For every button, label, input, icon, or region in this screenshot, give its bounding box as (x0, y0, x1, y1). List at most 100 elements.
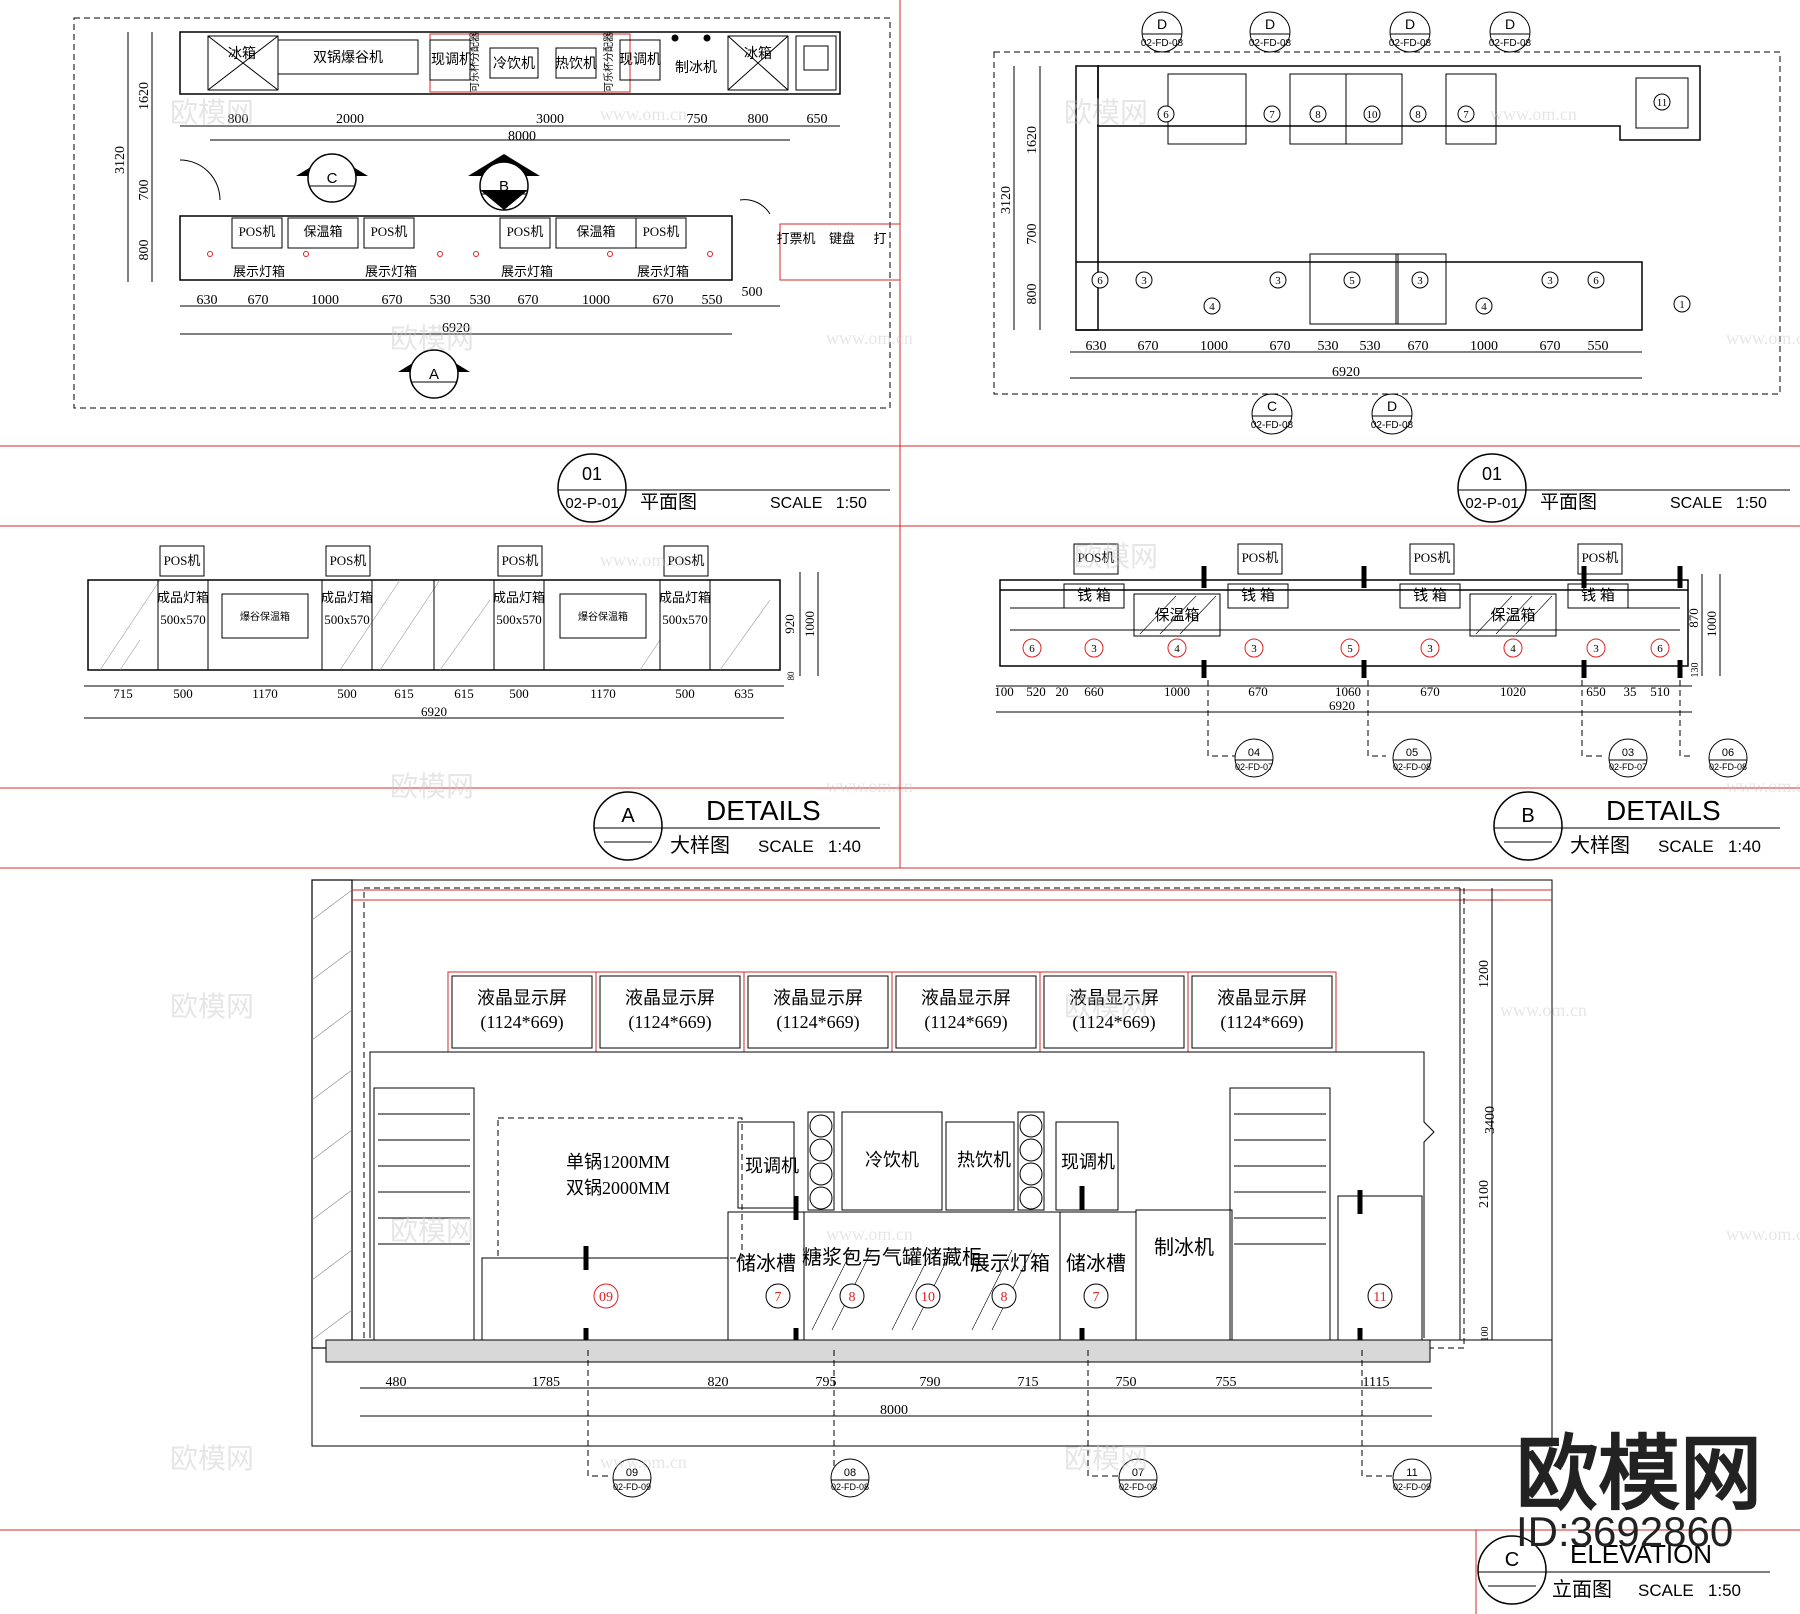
right-label: 键盘 (829, 231, 855, 246)
top-item-numbers: 6 7 8 10 8 7 11 (1157, 93, 1671, 123)
dim-label: 3400 (1483, 1106, 1498, 1134)
dim-total: 6920 (442, 321, 470, 336)
fixture-label: 冰箱 (744, 46, 772, 62)
cash-label: 钱 箱 (1077, 587, 1111, 604)
watermark-urls: www.om.cn www.om.cn www.om.cn www.om.cn … (600, 104, 1800, 1472)
top-dimensions: 800 2000 3000 750 800 650 8000 (180, 112, 840, 144)
item-number: 1 (1679, 299, 1685, 311)
item-number: 6 (1593, 275, 1599, 287)
dim-label: 100 (994, 684, 1014, 699)
screen-size: (1124*669) (480, 1012, 563, 1033)
dim-label: 1620 (1025, 126, 1040, 154)
item-number: 7 (1093, 1290, 1100, 1305)
ref-sheet: 02-FD-08 (1251, 420, 1294, 431)
item-number: 6 (1029, 643, 1035, 655)
detail-scale: SCALE 1:40 (1658, 837, 1761, 856)
dim-label: 1785 (532, 1375, 560, 1390)
ice-tank-label: 储冰槽 (736, 1252, 796, 1275)
item-number: 10 (921, 1290, 935, 1305)
display-label: 展示灯箱 (365, 264, 417, 279)
title-block-plan-right: 01 02-P-01 平面图 SCALE 1:50 (1457, 453, 1790, 523)
elevation-numbers: 09 7 8 10 8 7 11 (593, 1283, 1393, 1309)
screen-label: 液晶显示屏 (773, 988, 863, 1008)
fixture-label: 可乐杯分配器 (468, 32, 481, 92)
detail-title-cn: 大样图 (670, 834, 730, 857)
pos-label: POS机 (502, 553, 539, 568)
dim-label: 80 (786, 671, 796, 681)
drawing-title: 平面图 (1540, 492, 1597, 513)
item-number: 3 (1251, 643, 1257, 655)
elevation: 液晶显示屏 (1124*669) 液晶显示屏 (1124*669) 液晶显示屏 (11… (311, 879, 1770, 1605)
fixture-label: 现调机 (431, 52, 473, 68)
syrup-cabinet-label: 糖浆包与气罐储藏柜 (802, 1246, 982, 1269)
item-number: 7 (775, 1290, 782, 1305)
elevation-leaders (587, 1350, 1392, 1477)
dim-label: 800 (1025, 284, 1040, 305)
elevation-title: ELEVATION (1570, 1539, 1712, 1569)
ref-sheet: 02-FD-09 (1393, 1482, 1431, 1492)
ref-sheet: 02-FD-08 (1371, 420, 1414, 431)
side-dimensions-right: 3120 1620 700 800 (999, 66, 1041, 330)
marker-letter: B (499, 178, 509, 195)
counter-label: POS机 (371, 224, 408, 239)
detail-b-dims: 100 520 20 660 1000 670 1060 670 1020 65… (994, 574, 1721, 713)
ice-tank-label: 储冰槽 (1066, 1252, 1126, 1275)
pos-label: POS机 (164, 553, 201, 568)
dim-label: 520 (1026, 684, 1046, 699)
item-number: 6 (1097, 275, 1103, 287)
watermark-url: www.om.cn (1726, 1224, 1800, 1244)
dim-label: 2000 (336, 112, 364, 127)
machine-label: 现调机 (745, 1156, 799, 1176)
dim-label: 615 (394, 686, 414, 701)
dim-label: 3000 (536, 112, 564, 127)
item-number: 8 (849, 1290, 856, 1305)
bottom-dimensions-right: 630 670 1000 670 530 530 670 1000 670 55… (1070, 339, 1642, 380)
red-dots (207, 251, 713, 257)
dim-label: 35 (1624, 684, 1637, 699)
section-cuts (1201, 566, 1683, 678)
display-label: 展示灯箱 (637, 264, 689, 279)
detail-a-labels: POS机 POS机 POS机 POS机 成品灯箱 成品灯箱 成品灯箱 成品灯箱 … (157, 553, 711, 627)
watermark-url: www.om.cn (1500, 1000, 1587, 1020)
machine-label: 热饮机 (957, 1150, 1011, 1170)
dim-label: 670 (382, 293, 403, 308)
warmer-label: 保温箱 (1154, 607, 1199, 624)
brand-logo: 欧模网 ID:3692860 (1516, 1429, 1762, 1555)
cash-label: 钱 箱 (1241, 587, 1275, 604)
screen-label: 液晶显示屏 (1217, 988, 1307, 1008)
dim-label: 870 (1686, 608, 1701, 628)
detail-title: DETAILS (1606, 795, 1721, 826)
display-label: 展示灯箱 (233, 264, 285, 279)
dim-total: 6920 (1329, 698, 1355, 713)
fixture-label: 可乐杯分配器 (602, 32, 615, 92)
drawing-ref: 02-P-01 (1465, 495, 1518, 512)
drawing-number: 01 (582, 464, 602, 484)
screen-size: (1124*669) (1072, 1012, 1155, 1033)
dim-label: 670 (1420, 684, 1440, 699)
box-label: 成品灯箱 (493, 590, 545, 605)
pos-label: POS机 (1582, 550, 1619, 565)
item-number: 3 (1091, 643, 1097, 655)
pos-label: POS机 (1242, 550, 1279, 565)
drawing-ref: 02-P-01 (565, 495, 618, 512)
dim-label: 790 (920, 1375, 941, 1390)
dim-label: 1000 (802, 611, 817, 637)
dim-label: 800 (228, 112, 249, 127)
watermark-text: 欧模网 (1064, 1443, 1148, 1475)
dim-label: 480 (386, 1375, 407, 1390)
dim-label: 530 (470, 293, 491, 308)
counter-label: 保温箱 (576, 224, 615, 239)
dim-label: 700 (137, 180, 152, 201)
watermark-url: www.om.cn (600, 104, 687, 124)
counter-label: POS机 (507, 224, 544, 239)
screen-label: 液晶显示屏 (921, 988, 1011, 1008)
dim-label: 1115 (1363, 1375, 1390, 1390)
side-dimensions: 3120 1620 700 800 (113, 32, 153, 282)
watermark-text: 欧模网 (1074, 541, 1158, 573)
dim-label: 670 (248, 293, 269, 308)
drawing-scale: SCALE 1:50 (1670, 495, 1767, 512)
item-number: 6 (1163, 109, 1169, 121)
screen-size: (1124*669) (924, 1012, 1007, 1033)
